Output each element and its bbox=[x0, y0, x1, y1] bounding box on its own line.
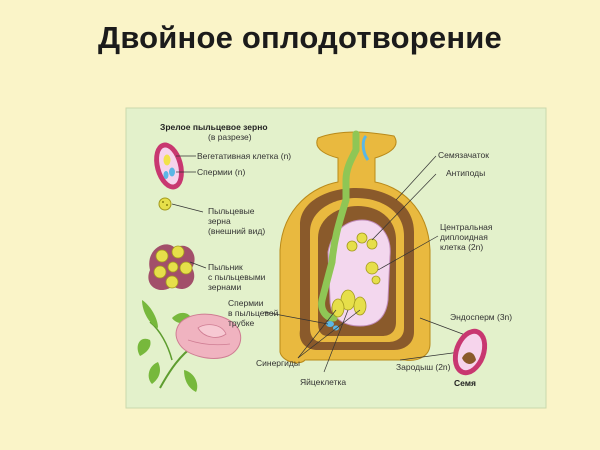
label-pollen-grains-3: (внешний вид) bbox=[208, 226, 265, 236]
anther bbox=[148, 244, 195, 291]
label-anther-1: Пыльник bbox=[208, 262, 243, 272]
pollen-grain-external bbox=[158, 197, 172, 211]
pistil bbox=[279, 130, 431, 364]
label-anther-3: зернами bbox=[208, 282, 242, 292]
slide-title: Двойное оплодотворение bbox=[98, 20, 502, 55]
label-sperms-tube-1: Спермии bbox=[228, 298, 264, 308]
seed bbox=[452, 328, 488, 376]
label-sperms: Спермии (n) bbox=[197, 167, 245, 177]
label-synergids: Синергиды bbox=[256, 358, 300, 368]
label-anther-2: с пыльцевыми bbox=[208, 272, 266, 282]
label-vegetative-cell: Вегетативная клетка (n) bbox=[197, 151, 291, 161]
figure-header: Зрелое пыльцевое зерно bbox=[160, 122, 268, 132]
label-embryo: Зародыш (2n) bbox=[396, 362, 451, 372]
label-central-1: Центральная bbox=[440, 222, 493, 232]
label-sperms-tube-3: трубке bbox=[228, 318, 255, 328]
label-antipodes: Антиподы bbox=[446, 168, 485, 178]
label-pollen-grains-2: зерна bbox=[208, 216, 231, 226]
label-seed: Семя bbox=[454, 378, 476, 388]
label-ovule: Семязачаток bbox=[438, 150, 489, 160]
pollen-grain-section bbox=[154, 142, 184, 190]
label-egg-cell: Яйцеклетка bbox=[300, 377, 346, 387]
label-sperms-tube-2: в пыльцевой bbox=[228, 308, 279, 318]
flower-plant bbox=[137, 300, 242, 392]
label-endosperm: Эндосперм (3n) bbox=[450, 312, 512, 322]
label-pollen-grains-1: Пыльцевые bbox=[208, 206, 255, 216]
label-central-3: клетка (2n) bbox=[440, 242, 483, 252]
figure-header-sub: (в разрезе) bbox=[208, 132, 252, 142]
label-central-2: диплоидная bbox=[440, 232, 488, 242]
